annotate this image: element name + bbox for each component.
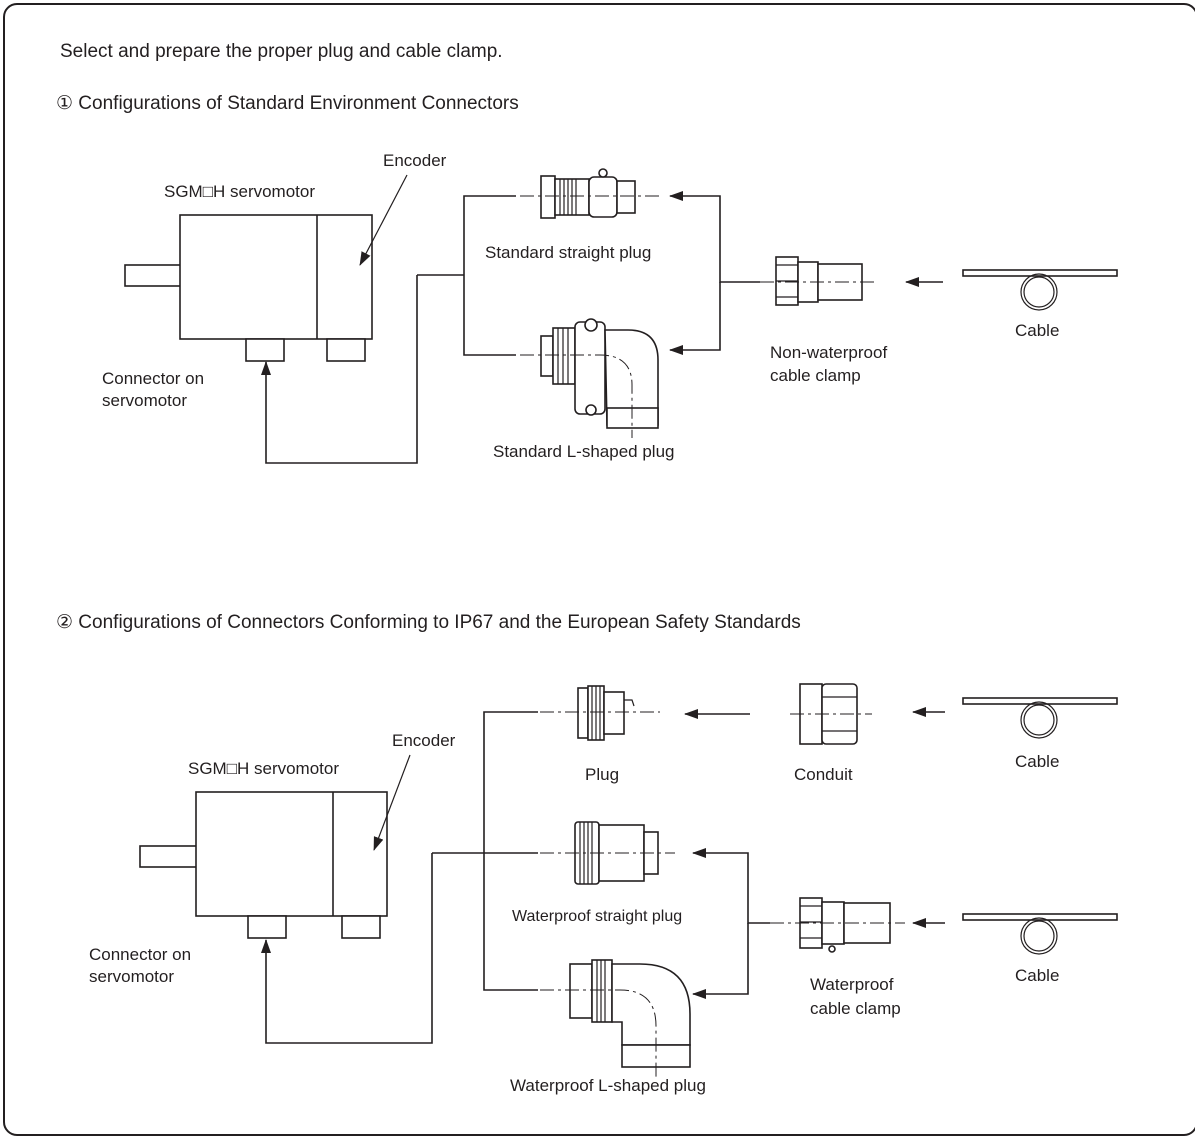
motor-label-1: SGM□H servomotor bbox=[164, 182, 315, 201]
connector-label-1a: Connector on bbox=[102, 369, 204, 388]
connector-label-2b: servomotor bbox=[89, 967, 174, 986]
intro-text: Select and prepare the proper plug and c… bbox=[60, 41, 503, 62]
conduit bbox=[790, 683, 872, 745]
waterproof-cable-clamp bbox=[770, 897, 905, 953]
cable-label-1: Cable bbox=[1015, 321, 1059, 340]
conduit-label: Conduit bbox=[794, 765, 853, 784]
encoder-pointer-2 bbox=[373, 754, 411, 851]
section2-heading: ② Configurations of Connectors Conformin… bbox=[56, 612, 801, 633]
standard-l-plug-label: Standard L-shaped plug bbox=[493, 442, 674, 461]
encoder-connector-1 bbox=[326, 338, 366, 362]
waterproof-clamp-label-b: cable clamp bbox=[810, 999, 901, 1018]
section1-diagram: SGM□H servomotor Encoder Connector on se… bbox=[102, 151, 1118, 464]
clamp-label-1a: Non-waterproof bbox=[770, 343, 887, 362]
arrow-to-waterproof-l-plug bbox=[692, 923, 749, 999]
motor-connector-2 bbox=[247, 915, 287, 939]
wire-to-motor-connector-1 bbox=[261, 275, 418, 464]
motor-connector-1 bbox=[245, 338, 285, 362]
cable-label-2-top: Cable bbox=[1015, 752, 1059, 771]
motor-label-2: SGM□H servomotor bbox=[188, 759, 339, 778]
arrow-to-straight-plug-1 bbox=[669, 191, 760, 283]
connector-label-1b: servomotor bbox=[102, 391, 187, 410]
waterproof-l-plug-label: Waterproof L-shaped plug bbox=[510, 1076, 706, 1095]
arrow-to-waterproof-straight-plug bbox=[692, 848, 770, 924]
connector-label-2a: Connector on bbox=[89, 945, 191, 964]
cable-2-top bbox=[962, 697, 1118, 739]
plug-branch-bracket-1 bbox=[463, 195, 516, 356]
standard-straight-plug bbox=[520, 168, 662, 219]
servomotor-1 bbox=[124, 214, 373, 362]
cable-1 bbox=[962, 269, 1118, 311]
waterproof-clamp-label-a: Waterproof bbox=[810, 975, 894, 994]
waterproof-straight-plug bbox=[540, 821, 675, 885]
cable-label-2-bottom: Cable bbox=[1015, 966, 1059, 985]
section2-diagram: SGM□H servomotor Encoder Connector on se… bbox=[89, 683, 1118, 1095]
clamp-label-1b: cable clamp bbox=[770, 366, 861, 385]
non-waterproof-cable-clamp bbox=[760, 256, 878, 306]
standard-l-shaped-plug bbox=[520, 318, 659, 438]
arrow-to-l-plug-1 bbox=[669, 282, 721, 355]
plug-label: Plug bbox=[585, 765, 619, 784]
waterproof-l-shaped-plug bbox=[540, 959, 691, 1078]
encoder-connector-2 bbox=[341, 915, 381, 939]
encoder-pointer-1 bbox=[359, 174, 408, 266]
wire-to-motor-connector-2 bbox=[261, 853, 433, 1044]
cable-2-bottom bbox=[962, 913, 1118, 955]
section1-heading: ① Configurations of Standard Environment… bbox=[56, 93, 519, 114]
standard-straight-plug-label: Standard straight plug bbox=[485, 243, 651, 262]
plug-branch-bracket-2 bbox=[483, 711, 538, 991]
ip67-plug bbox=[540, 685, 660, 741]
servomotor-2 bbox=[139, 791, 388, 939]
encoder-label-1: Encoder bbox=[383, 151, 447, 170]
encoder-label-2: Encoder bbox=[392, 731, 456, 750]
waterproof-straight-plug-label: Waterproof straight plug bbox=[512, 908, 682, 925]
